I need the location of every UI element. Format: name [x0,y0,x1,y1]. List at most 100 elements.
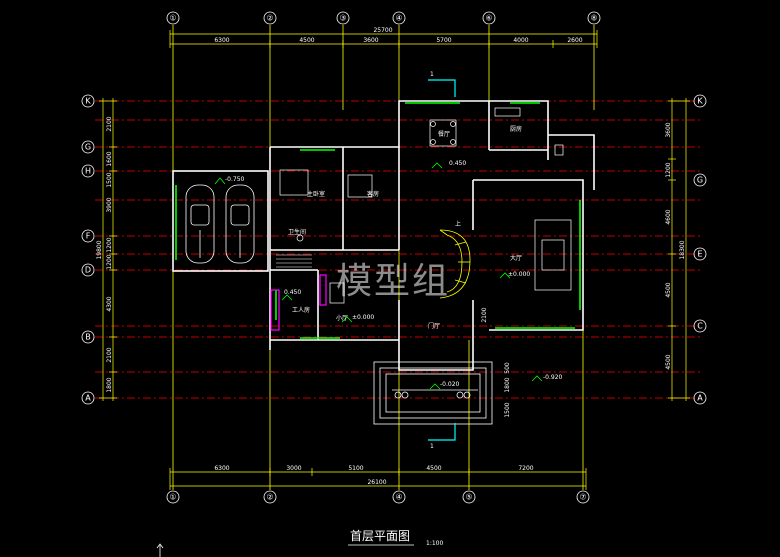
bottom-dim-seg-5: 7200 [518,465,533,472]
top-dim-seg-3: 3600 [363,37,378,44]
room-small-hall: 小厅 [336,314,348,322]
door-width-dim: 2100 [481,307,488,322]
car-icon-2 [225,184,255,264]
left-dim-seg-3: 1500 [106,172,113,187]
room-living: 大厅 [510,254,522,262]
car-icon [185,184,215,264]
highlight-elements [270,274,327,331]
left-dim-seg-1: 2100 [106,116,113,131]
coffee-table-icon [541,239,565,271]
bottom-dim-seg-4: 4500 [426,465,441,472]
right-bubble-k: K [697,97,703,106]
left-bubble-f: F [86,232,91,241]
right-total-dim: 18300 [679,240,686,259]
bottom-axis-bubbles [166,490,590,504]
level-small-hall: ±0.000 [352,314,374,321]
room-bathroom: 卫生间 [288,228,306,236]
level-markers [214,162,543,390]
foyer-walls [398,300,474,371]
bottom-dim-seg-3: 5100 [348,465,363,472]
staircase [439,229,471,299]
bottom-bubble-3: ④ [395,493,402,502]
left-dim-seg-9: 1800 [106,377,113,392]
bottom-bubble-5: ⑦ [579,493,586,502]
stair-up-label: 上 [455,220,461,228]
left-dimension-chain [99,98,117,401]
section-label-top: 1 [430,71,434,78]
top-dimension-chain [169,30,598,48]
left-axis-bubbles [81,94,95,405]
garage-walls [172,170,269,272]
left-dim-seg-7: 4300 [106,296,113,311]
top-bubble-4: ④ [395,14,402,23]
windows [175,102,581,339]
porch-steps [373,361,493,425]
sink-icon [296,234,304,242]
room-kitchen: 厨房 [510,125,522,133]
right-dim-seg-3: 4600 [665,209,672,224]
right-dim-seg-4: 4500 [665,282,672,297]
left-dim-seg-4: 3900 [106,197,113,212]
guest-bed-icon [347,174,373,198]
right-bubble-c: C [697,322,703,331]
bottom-bubble-4: ⑤ [465,493,472,502]
left-bubble-b: B [85,333,91,342]
right-axis-bubbles [693,94,707,405]
top-dim-seg-5: 4000 [513,37,528,44]
right-dimension-chain [668,98,690,401]
bottom-dimension-chain [169,468,587,490]
top-dim-seg-1: 6300 [214,37,229,44]
left-dim-seg-2: 1600 [106,151,113,166]
top-dim-seg-2: 4500 [299,37,314,44]
bottom-bubble-2: ② [266,493,273,502]
room-foyer: 门厅 [428,322,440,330]
section-marker-bottom [428,423,456,441]
bottom-dim-seg-1: 6300 [214,465,229,472]
left-bubble-g: G [85,143,91,152]
level-garage: -0.750 [225,176,245,183]
top-axis-bubbles [166,11,601,25]
sofa-icon [534,219,572,291]
right-dim-seg-1: 3600 [665,122,672,137]
level-terrace: -0.920 [543,374,563,381]
left-dim-seg-6: 1200 [106,254,113,269]
room-dining: 餐厅 [438,130,450,138]
top-total-dim: 25700 [373,27,392,34]
right-bubble-e: E [697,250,702,259]
level-living: ±0.000 [508,271,530,278]
bottom-dim-seg-2: 3000 [286,465,301,472]
room-guest: 客房 [367,190,379,198]
dining-table-icon [429,119,457,147]
porch-dim-b: 1800 [504,377,511,392]
top-dim-seg-6: 2600 [567,37,582,44]
top-bubble-2: ② [266,14,273,23]
level-dining: 0.450 [449,160,466,167]
living-walls [473,179,584,331]
left-bubble-d: D [85,266,91,275]
toilet-icon [554,144,564,156]
left-bubble-a: A [85,394,91,403]
top-dim-seg-4: 5700 [436,37,451,44]
level-stair: 0.450 [284,289,301,296]
drawing-title: 首层平面图 [350,529,410,543]
room-master-bedroom: 主卧室 [307,190,325,198]
section-marker-top [428,79,456,97]
top-bubble-3: ③ [339,14,346,23]
watermark-text: 模型组 [336,261,450,302]
right-bubble-g: G [697,176,703,185]
hall-highlight [319,274,327,306]
section-label-bottom: 1 [430,443,434,450]
room-servant: 工人房 [292,306,310,314]
right-bubble-a: A [697,394,703,403]
left-total-dim: 19800 [96,240,103,259]
furniture [279,107,572,304]
bottom-bubble-1: ① [169,493,176,502]
top-bubble-1: ① [169,14,176,23]
porch-dim-a: 500 [504,362,511,374]
porch-columns [394,391,471,399]
ucs-icon [156,543,164,557]
servant-bed-highlight [270,289,280,331]
left-bubble-k: K [85,97,91,106]
bath-wall [548,134,595,190]
